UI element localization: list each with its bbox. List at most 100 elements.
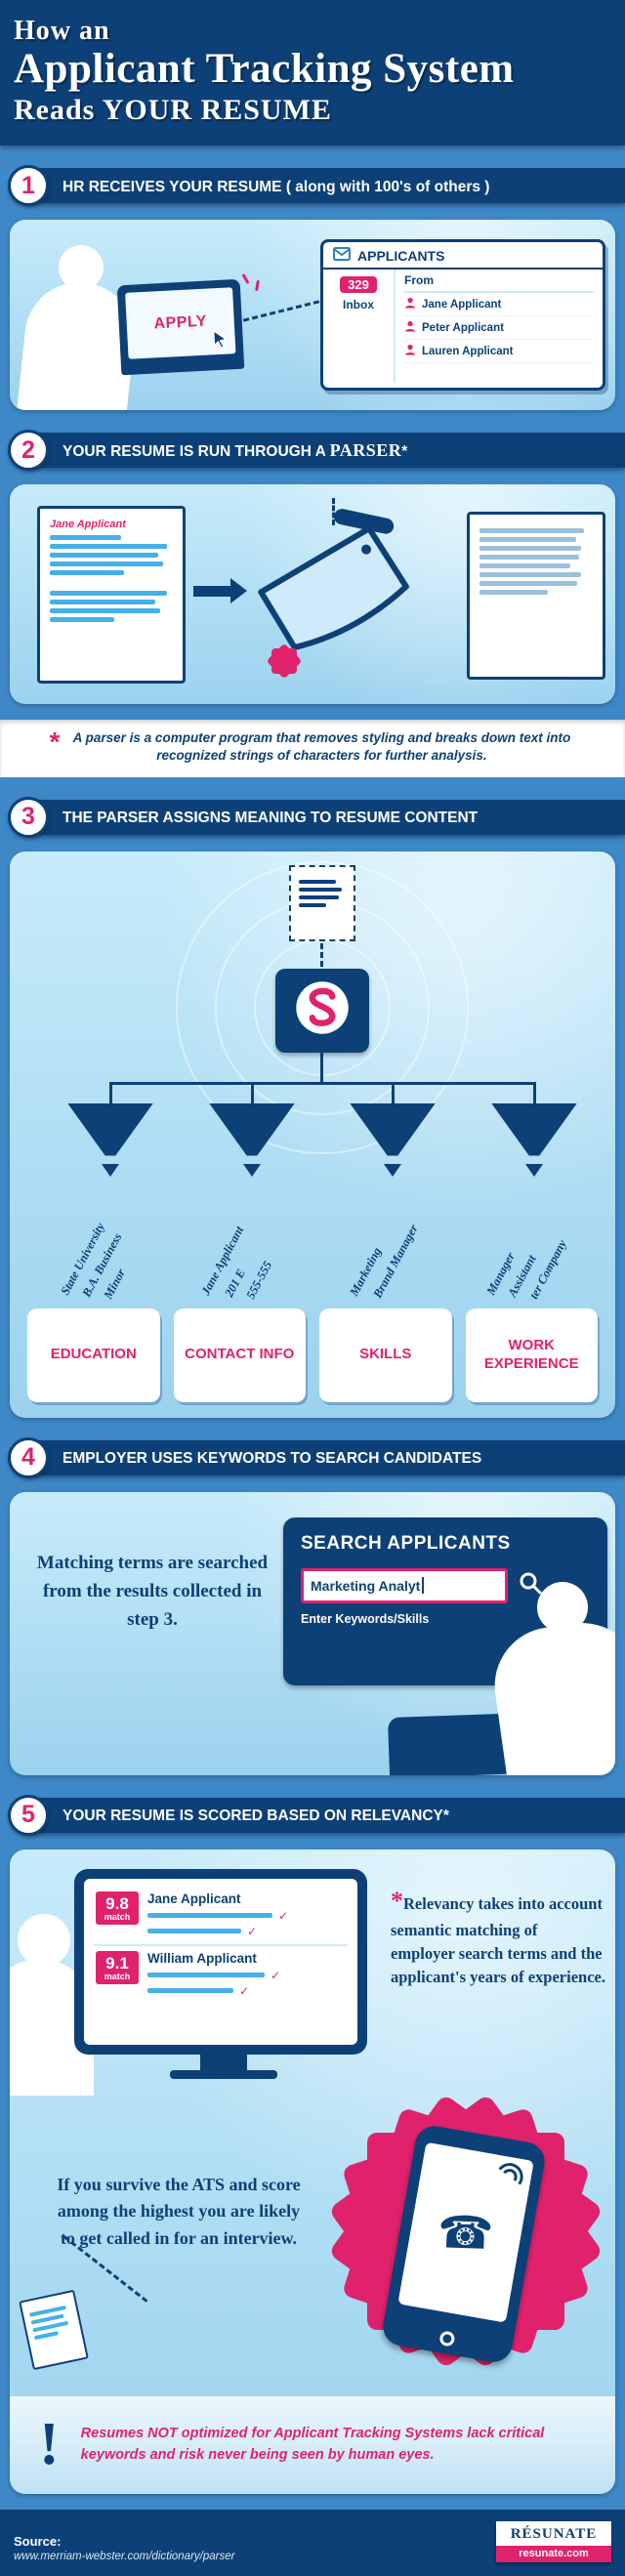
parser-scene-panel: Jane Applicant xyxy=(10,484,615,705)
resume-fragment: 555-555 xyxy=(243,1258,275,1302)
result-info: William Applicant ✓ ✓ xyxy=(147,1951,280,1997)
tree-line xyxy=(533,1081,536,1105)
step-1-title: HR RECEIVES YOUR RESUME ( along with 100… xyxy=(62,176,489,196)
resume-document-icon xyxy=(289,864,355,941)
step-4-title-text: EMPLOYER USES KEYWORDS TO SEARCH CANDIDA… xyxy=(62,1450,482,1468)
exclamation-icon: ! xyxy=(39,2410,60,2477)
result-name: Jane Applicant xyxy=(147,1890,241,1906)
scoring-scene-panel: 9.8 match Jane Applicant ✓ ✓ 9.1 match xyxy=(10,1849,615,2494)
text-line xyxy=(299,887,343,892)
phone-screen: ☎ xyxy=(397,2141,534,2323)
step-3-title: THE PARSER ASSIGNS MEANING TO RESUME CON… xyxy=(62,807,478,827)
reviewer-person-head xyxy=(18,1913,70,1967)
step-2-title-text: YOUR RESUME IS RUN THROUGH A xyxy=(62,442,330,460)
click-spark-icon xyxy=(241,273,250,285)
tree-line xyxy=(320,1052,323,1084)
search-input[interactable]: Marketing Analyt xyxy=(301,1567,508,1603)
step-5-title-text: YOUR RESUME IS SCORED BASED ON RELEVANCY xyxy=(62,1807,443,1825)
source-block: Source: www.merriam-webster.com/dictiona… xyxy=(14,2534,234,2562)
person-icon xyxy=(404,297,416,312)
step-5-title-asterisk: * xyxy=(442,1807,449,1825)
person-icon xyxy=(404,320,416,335)
send-dashed-line xyxy=(242,300,320,322)
table-row: 9.1 match William Applicant ✓ ✓ xyxy=(94,1943,348,2004)
applicants-inbox-window: APPLICANTS 329 Inbox From Jane Applicant… xyxy=(320,239,605,392)
meaning-scene-panel: State University B.A. Business Minor Jan… xyxy=(10,851,615,1418)
phone-home-button xyxy=(438,2329,456,2347)
ring-wave-icon xyxy=(493,2160,525,2192)
apply-button[interactable]: APPLY xyxy=(153,312,208,333)
brand-name: RÉSUNATE xyxy=(496,2520,611,2546)
list-item: Peter Applicant xyxy=(404,316,594,341)
footnote-asterisk: * xyxy=(391,1886,403,1915)
step-5-title: YOUR RESUME IS SCORED BASED ON RELEVANCY… xyxy=(62,1805,449,1825)
from-column-header: From xyxy=(404,271,594,294)
tree-line xyxy=(109,1081,536,1085)
text-line xyxy=(50,544,167,550)
check-icon: ✓ xyxy=(247,1924,258,1938)
footnote-text: A parser is a computer program that remo… xyxy=(72,730,571,764)
text-line xyxy=(479,528,584,534)
resume-owner-name: Jane Applicant xyxy=(50,519,126,531)
search-input-hint: Enter Keywords/Skills xyxy=(301,1611,430,1626)
title-line-3: Reads YOUR RESUME xyxy=(14,94,611,127)
monitor-icon: 9.8 match Jane Applicant ✓ ✓ 9.1 match xyxy=(74,1868,367,2055)
category-box-contact-info: CONTACT INFO xyxy=(173,1308,306,1402)
down-arrow-icon xyxy=(384,1163,401,1177)
phone-caption: If you survive the ATS and score among t… xyxy=(57,2174,301,2249)
footer: Source: www.merriam-webster.com/dictiona… xyxy=(0,2509,625,2576)
feed-dashed-line xyxy=(320,942,323,967)
title-line-2: Applicant Tracking System xyxy=(14,46,515,93)
text-line xyxy=(33,2330,60,2340)
tree-line xyxy=(251,1081,254,1105)
title-line-3-highlight: YOUR RESUME xyxy=(102,93,332,126)
check-icon: ✓ xyxy=(239,1983,250,1998)
discarded-resume-icon xyxy=(19,2289,89,2370)
search-scene-panel: Matching terms are searched from the res… xyxy=(10,1491,615,1775)
process-arrow-tip xyxy=(230,578,247,604)
text-line xyxy=(50,553,158,559)
category-box-skills: SKILLS xyxy=(319,1308,452,1402)
inbox-message-list: From Jane Applicant Peter Applicant Laur… xyxy=(396,270,603,383)
down-arrow-icon xyxy=(243,1163,261,1177)
tree-line xyxy=(109,1081,112,1105)
text-line xyxy=(50,561,163,567)
envelope-icon xyxy=(333,247,351,264)
step-2-header: 2 YOUR RESUME IS RUN THROUGH A PARSER* xyxy=(0,430,625,472)
funnel-icon xyxy=(491,1102,577,1156)
applicant-name: Jane Applicant xyxy=(422,298,502,311)
text-caret xyxy=(422,1577,425,1595)
step-1-header: 1 HR RECEIVES YOUR RESUME ( along with 1… xyxy=(0,165,625,207)
source-label: Source: xyxy=(14,2533,62,2549)
step-5-title-bar: YOUR RESUME IS SCORED BASED ON RELEVANCY… xyxy=(27,1797,625,1833)
step-2-title-em: PARSER xyxy=(329,439,402,460)
monitor-screen: 9.8 match Jane Applicant ✓ ✓ 9.1 match xyxy=(84,1878,357,2045)
search-input-row: Marketing Analyt xyxy=(301,1567,590,1603)
inbox-scene-panel: APPLY APPLICANTS 329 Inbox xyxy=(10,220,615,411)
text-line xyxy=(50,600,156,605)
step-4-number-badge: 4 xyxy=(8,1436,49,1478)
warning-text: Resumes NOT optimized for Applicant Trac… xyxy=(81,2424,586,2467)
funnel-icon xyxy=(67,1102,153,1156)
title-line-1: How an xyxy=(14,16,110,46)
result-info: Jane Applicant ✓ ✓ xyxy=(147,1891,288,1937)
inbox-window-titlebar: APPLICANTS xyxy=(323,242,603,270)
text-line xyxy=(479,563,570,569)
text-line xyxy=(50,591,167,597)
category-box-work-experience: WORK EXPERIENCE xyxy=(465,1308,598,1402)
inbox-folder-label: Inbox xyxy=(343,298,374,312)
step-3-header: 3 THE PARSER ASSIGNS MEANING TO RESUME C… xyxy=(0,796,625,838)
relevancy-footnote: *Relevancy takes into account semantic m… xyxy=(391,1883,605,1989)
text-line xyxy=(50,608,161,614)
result-line: ✓ xyxy=(147,1985,280,1997)
result-line: ✓ xyxy=(147,1910,288,1922)
text-line xyxy=(50,617,114,623)
step-3-number-badge: 3 xyxy=(8,796,49,838)
step-1-title-bar: HR RECEIVES YOUR RESUME ( along with 100… xyxy=(27,168,625,204)
result-line: ✓ xyxy=(147,1926,288,1937)
parsed-text-document xyxy=(467,512,605,681)
parser-footnote: * A parser is a computer program that re… xyxy=(0,720,625,777)
step-5-header: 5 YOUR RESUME IS SCORED BASED ON RELEVAN… xyxy=(0,1794,625,1836)
score-match-label: match xyxy=(104,1971,131,1981)
